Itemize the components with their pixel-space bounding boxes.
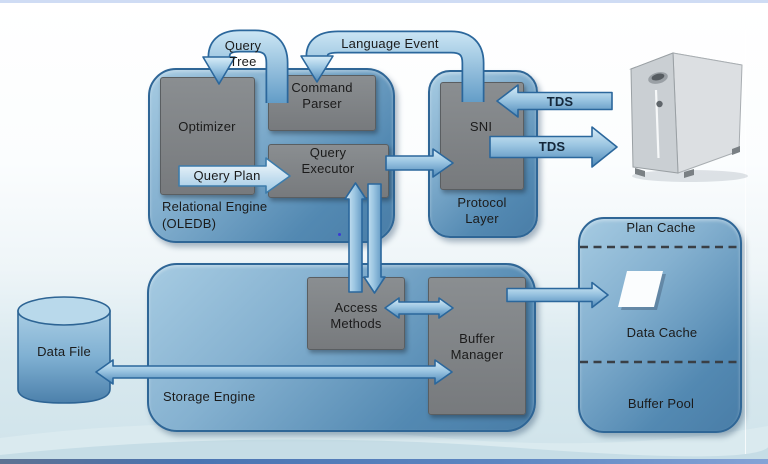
language-event-arrow (300, 30, 485, 102)
relational-engine-label: Relational Engine(OLEDB) (162, 199, 268, 231)
access-to-executor-arrow (344, 182, 367, 293)
cursor-dot (338, 233, 341, 236)
tds-outbound-label: TDS (538, 139, 566, 154)
query-plan-label: Query Plan (193, 168, 261, 183)
language-event-label: Language Event (341, 36, 439, 51)
optimizer-label: Optimizer (178, 119, 236, 134)
data-cache-label: Data Cache (626, 325, 698, 340)
sni-label: SNI (469, 119, 493, 134)
tds-outbound-arrow (489, 126, 618, 168)
data-file-label: Data File (37, 344, 91, 359)
storage-engine-label: Storage Engine (163, 389, 256, 404)
executor-to-access-arrow (363, 183, 386, 294)
server-tower-icon (629, 52, 748, 182)
page-parallelogram-icon (618, 271, 666, 310)
query-plan-arrow (178, 157, 291, 194)
tds-inbound-label: TDS (546, 94, 574, 109)
database-cylinder-icon (17, 296, 111, 404)
plan-cache-label: Plan Cache (626, 220, 696, 235)
buffer-to-datacache-arrow (506, 281, 609, 309)
executor-to-sni-arrow (385, 148, 454, 178)
buffer-pool-container (578, 217, 742, 433)
datafile-buffer-double-arrow (95, 359, 453, 385)
tds-inbound-arrow (496, 84, 613, 118)
access-buffer-double-arrow (384, 297, 454, 319)
buffer-pool-label: Buffer Pool (627, 396, 695, 411)
top-border-line (0, 0, 768, 3)
right-divider-line (745, 30, 746, 454)
query-tree-arrow (202, 29, 289, 103)
bottom-border-line (0, 459, 768, 464)
